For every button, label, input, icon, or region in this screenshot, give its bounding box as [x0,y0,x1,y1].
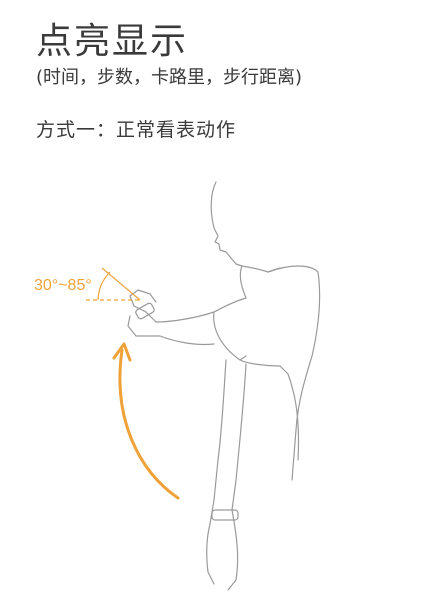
angle-arc [97,271,111,301]
torso-outline [239,359,300,461]
page-subtitle: (时间，步数，卡路里，步行距离) [36,67,303,88]
wrist-raise-illustration: 30°~85° [34,181,321,591]
angle-indicator [86,267,141,301]
sleeve-outline [213,297,247,361]
lowered-arm-outline [209,359,247,525]
raised-wristband [135,302,155,320]
lowered-hand-outline [206,509,239,591]
lowered-wristband [211,509,239,521]
raised-arm-outline [155,311,215,346]
angle-range-label: 30°~85° [34,277,92,294]
neck-outline [241,265,281,273]
angle-ray [101,267,141,301]
back-outline [239,265,321,481]
raise-arrow-head [112,342,132,362]
raise-arrow-curve [118,348,180,500]
page-title: 点亮显示 [36,21,189,62]
head-outline [210,181,243,267]
raised-hand-outline [127,289,161,337]
raise-arrow-icon [112,342,180,500]
person-figure [127,181,321,591]
method-label: 方式一：正常看表动作 [36,119,237,141]
